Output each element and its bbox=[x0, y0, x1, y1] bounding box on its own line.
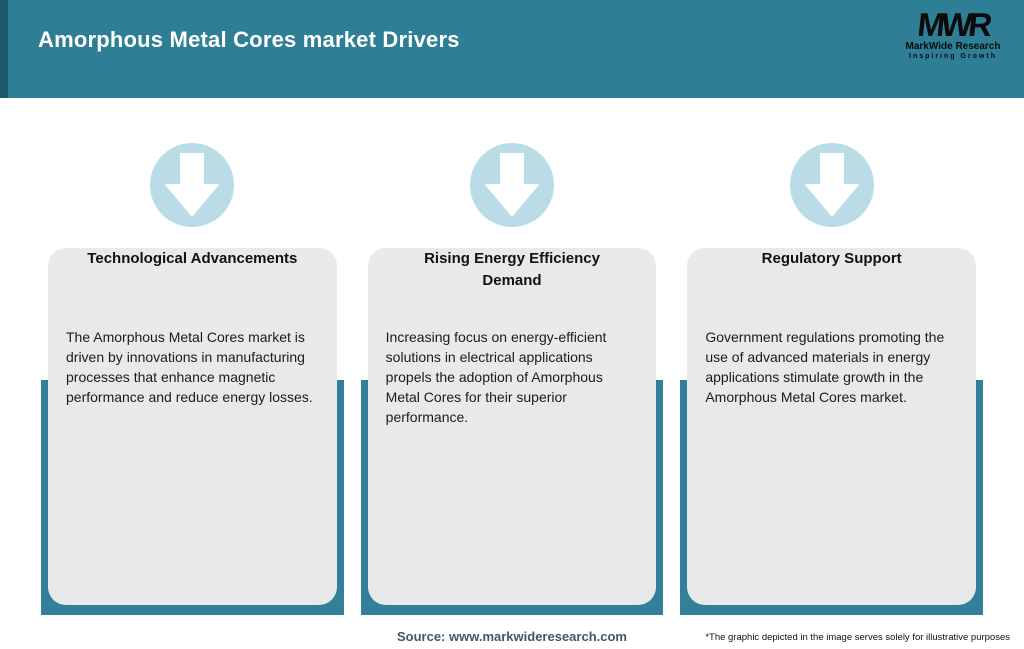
disclaimer-note: *The graphic depicted in the image serve… bbox=[705, 632, 1010, 643]
card-panel: Technological Advancements The Amorphous… bbox=[48, 248, 337, 605]
card-title: Regulatory Support bbox=[761, 250, 902, 267]
logo-name: MarkWide Research bbox=[905, 41, 1001, 52]
header-banner: Amorphous Metal Cores market Drivers MWR… bbox=[0, 0, 1024, 98]
card-panel: Regulatory Support Government regulation… bbox=[687, 248, 977, 605]
driver-card-technological-advancements: Technological Advancements The Amorphous… bbox=[41, 143, 344, 615]
driver-card-rising-energy-efficiency-demand: Rising Energy Efficiency Demand Increasi… bbox=[360, 143, 664, 615]
logo-monogram: MWR bbox=[915, 6, 991, 43]
logo-tagline: Inspiring Growth bbox=[909, 53, 997, 60]
markwide-research-logo: MWR MarkWide Research Inspiring Growth bbox=[898, 6, 1008, 61]
drivers-cards-row: Technological Advancements The Amorphous… bbox=[41, 143, 984, 615]
arrow-down-icon bbox=[789, 143, 874, 227]
footer: Source: www.markwideresearch.com *The gr… bbox=[0, 629, 1024, 649]
driver-card-regulatory-support: Regulatory Support Government regulation… bbox=[680, 143, 984, 615]
arrow-down-icon bbox=[470, 143, 554, 227]
card-title: Rising Energy Efficiency Demand bbox=[424, 250, 600, 289]
card-title: Technological Advancements bbox=[87, 250, 298, 267]
card-body-text: Government regulations promoting the use… bbox=[705, 329, 945, 405]
header-left-accent bbox=[0, 0, 8, 98]
card-panel: Rising Energy Efficiency Demand Increasi… bbox=[367, 248, 657, 605]
card-body-text: Increasing focus on energy-efficient sol… bbox=[385, 329, 607, 425]
arrow-down-icon bbox=[150, 143, 235, 227]
page-title: Amorphous Metal Cores market Drivers bbox=[38, 27, 460, 52]
card-body-text: The Amorphous Metal Cores market is driv… bbox=[66, 329, 313, 405]
